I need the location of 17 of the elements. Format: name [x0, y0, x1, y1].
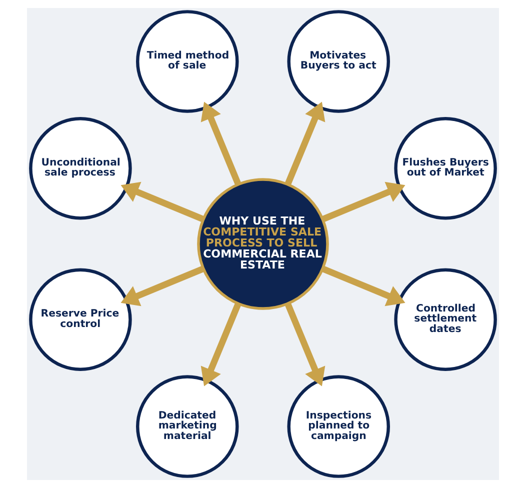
arrow — [321, 266, 405, 306]
node-circle: Reserve Price control — [28, 268, 132, 371]
node-circle: Controlled settlement dates — [394, 268, 496, 371]
arrow — [120, 266, 204, 306]
node-circle: Flushes Buyers out of Market — [394, 117, 496, 220]
arrow — [321, 182, 405, 222]
node-circle: Motivates Buyers to act — [286, 10, 390, 113]
arrow — [200, 302, 241, 386]
arrow — [200, 102, 241, 186]
node-circle: Inspections planned to campaign — [286, 375, 390, 478]
arrow — [284, 302, 325, 386]
node-circle: WHY USE THE COMPETITIVE SALE PROCESS TO SELL COMMERCIAL REAL ESTATE — [196, 178, 328, 310]
node-circle: Dedicated marketing material — [136, 375, 238, 478]
arrow — [284, 102, 325, 186]
node-circle: Unconditional sale process — [28, 117, 132, 220]
node-circle: Timed method of sale — [136, 10, 238, 113]
arrow — [120, 182, 204, 222]
